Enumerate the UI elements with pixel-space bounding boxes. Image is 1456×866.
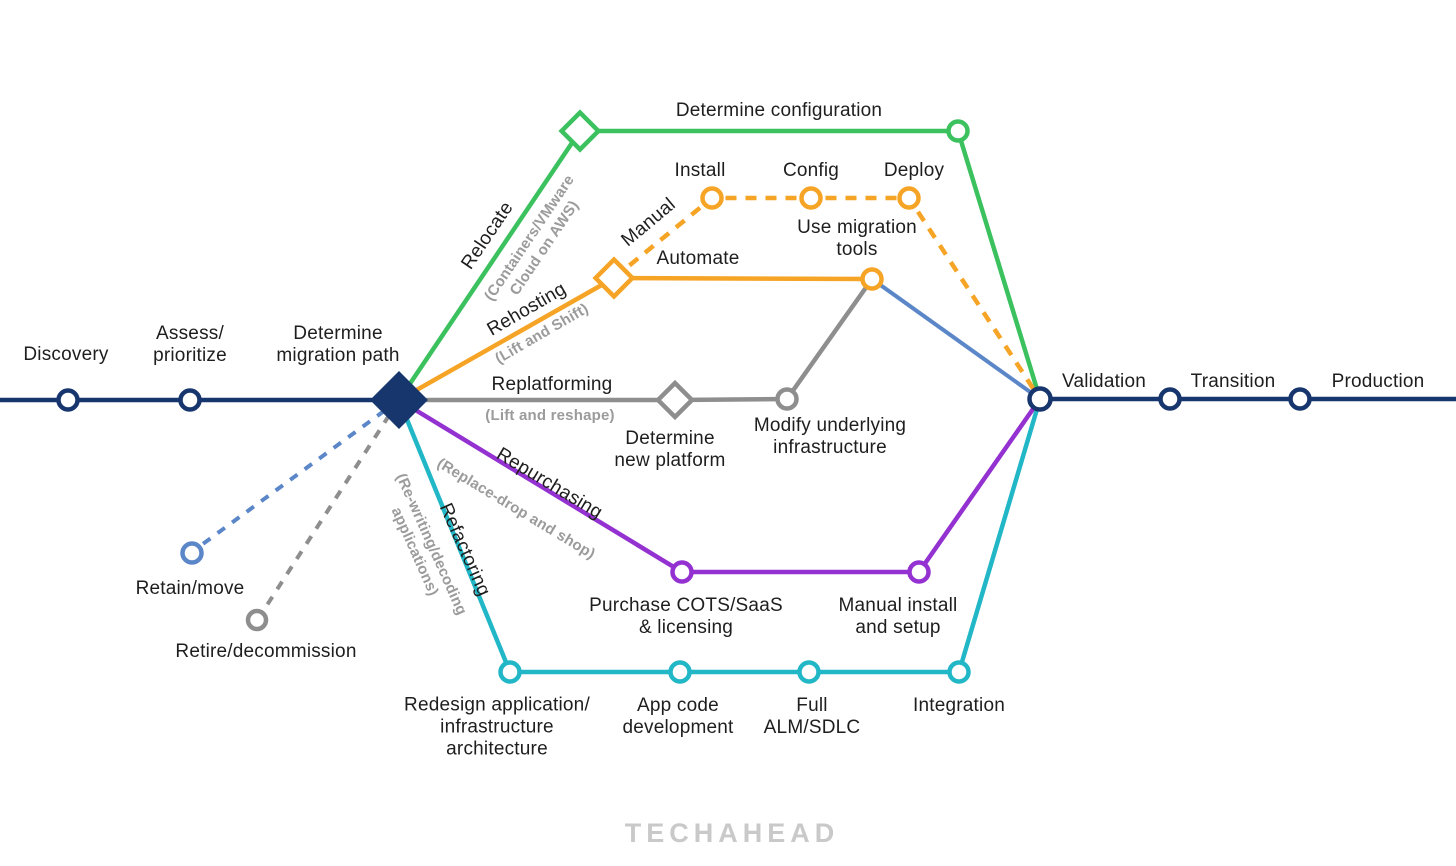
redesign-node <box>498 660 522 684</box>
replatforming-path-line <box>399 277 874 403</box>
transition-node <box>1158 387 1182 411</box>
retire-label: Retire/decommission <box>175 640 357 662</box>
deploy-label: Deploy <box>883 159 945 181</box>
determine-configuration-label: Determine configuration <box>675 99 883 121</box>
modify-infrastructure-label: Modify underlying infrastructure <box>753 414 907 458</box>
retain-path-line <box>194 398 401 551</box>
manual-install-label: Manual install and setup <box>838 594 958 638</box>
validation-label: Validation <box>1061 370 1147 392</box>
replatforming-label: Replatforming <box>491 373 613 395</box>
manual-install-node <box>907 560 931 584</box>
discovery-label: Discovery <box>23 343 109 365</box>
full-alm-label: Full ALM/SDLC <box>763 694 861 738</box>
use-migration-tools-label: Use migration tools <box>797 216 917 260</box>
assess-label: Assess/ prioritize <box>153 322 227 366</box>
integration-label: Integration <box>913 694 1005 716</box>
determine-configuration-node <box>946 119 970 143</box>
rehosting-automate-line <box>613 275 873 282</box>
rehosting-decision-diamond <box>592 256 636 300</box>
integration-node <box>947 660 971 684</box>
discovery-node <box>56 388 80 412</box>
transition-label: Transition <box>1190 370 1276 392</box>
redesign-label: Redesign application/ infrastructure arc… <box>404 694 590 761</box>
relocate-decision-diamond <box>558 109 602 153</box>
replatforming-subtitle: (Lift and reshape) <box>485 407 615 425</box>
refactoring-path-line <box>396 398 1043 675</box>
production-node <box>1288 387 1312 411</box>
install-label: Install <box>674 159 726 181</box>
production-label: Production <box>1331 370 1425 392</box>
deploy-node <box>897 186 921 210</box>
retire-node <box>245 608 269 632</box>
retain-label: Retain/move <box>135 577 245 599</box>
rehosting-path-line <box>397 276 616 402</box>
purchase-cots-label: Purchase COTS/SaaS & licensing <box>589 594 783 638</box>
config-node <box>799 186 823 210</box>
repurchasing-path-line <box>397 397 1042 575</box>
use-migration-tools-node <box>860 267 884 291</box>
modify-infrastructure-node <box>775 387 799 411</box>
determine-new-platform-label: Determine new platform <box>614 427 726 471</box>
tools-to-validation-line <box>870 277 1042 401</box>
relocate-path-line <box>397 128 1043 402</box>
determine-migration-path-diamond <box>370 371 428 429</box>
install-node <box>700 186 724 210</box>
validation-node <box>1027 386 1053 412</box>
techahead-logo: TECHAHEAD <box>624 818 840 849</box>
config-label: Config <box>782 159 840 181</box>
full-alm-node <box>797 660 821 684</box>
determine-migration-path-label: Determine migration path <box>276 322 400 366</box>
retain-node <box>180 541 204 565</box>
app-code-label: App code development <box>622 694 734 738</box>
retire-path-line <box>258 398 401 618</box>
app-code-node <box>668 660 692 684</box>
replatforming-decision-diamond <box>654 379 696 421</box>
assess-node <box>178 388 202 412</box>
automate-branch-label: Automate <box>656 247 740 269</box>
purchase-cots-node <box>670 560 694 584</box>
